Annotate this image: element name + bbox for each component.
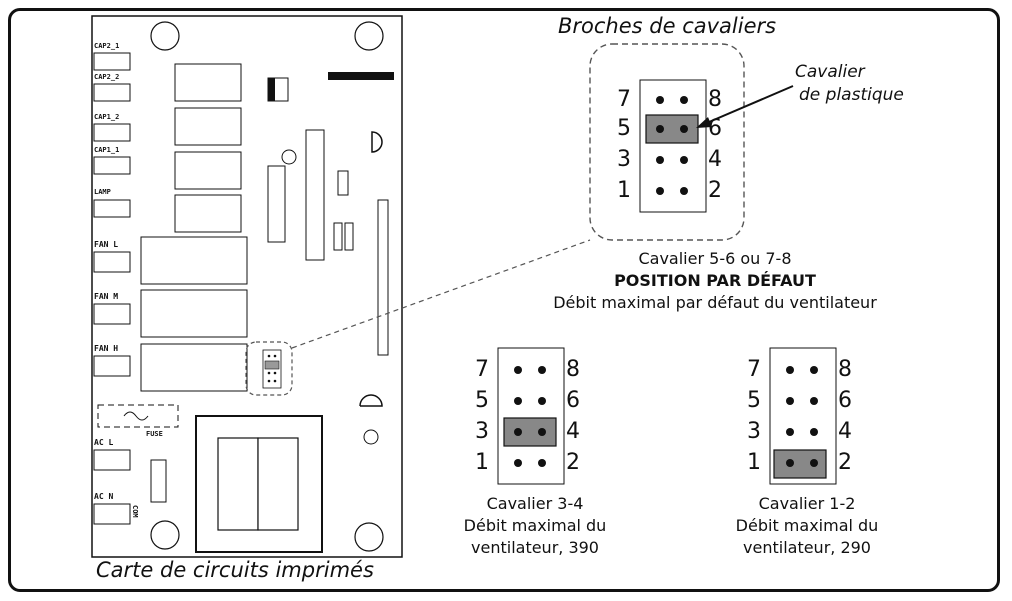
diode bbox=[371, 131, 383, 153]
caption-line: Cavalier 3-4 bbox=[486, 494, 584, 513]
pcb-jumper-highlight bbox=[245, 341, 293, 396]
led bbox=[281, 149, 297, 165]
caption-line: Débit maximal du bbox=[463, 516, 607, 535]
jumper-pins-title: Broches de cavaliers bbox=[558, 14, 777, 38]
note-line: Cavalier bbox=[795, 62, 865, 82]
resistor bbox=[344, 222, 354, 251]
pin-number: 6 bbox=[708, 116, 722, 141]
pin-number: 5 bbox=[475, 388, 489, 413]
connector-label: FAN H bbox=[94, 344, 119, 353]
connector-label: CAP1_1 bbox=[94, 146, 120, 154]
connector-pads bbox=[93, 52, 131, 525]
pin-number: 5 bbox=[747, 388, 761, 413]
caption-line: Débit maximal du bbox=[735, 516, 879, 535]
connector-label: FAN M bbox=[94, 292, 119, 301]
pin-number: 4 bbox=[566, 419, 580, 444]
header-strip bbox=[328, 72, 394, 80]
note-line: de plastique bbox=[799, 85, 904, 105]
zoom-leader bbox=[291, 239, 591, 349]
pin-number: 5 bbox=[617, 116, 631, 141]
terminal-strip bbox=[377, 199, 389, 356]
ic-chip bbox=[305, 129, 325, 261]
resistor bbox=[333, 222, 343, 251]
caption-1-2: Cavalier 1-2 Débit maximal du ventilateu… bbox=[712, 493, 902, 559]
pin-number: 3 bbox=[747, 419, 761, 444]
connector-label: AC L bbox=[94, 438, 114, 447]
pin-number: 1 bbox=[747, 450, 761, 475]
connector-label: CAP2_1 bbox=[94, 42, 120, 50]
default-header bbox=[639, 79, 707, 213]
small-hole bbox=[363, 429, 379, 445]
resistor bbox=[337, 170, 349, 196]
connector-label: CAP1_2 bbox=[94, 113, 120, 121]
relays bbox=[140, 63, 248, 392]
mount-hole bbox=[354, 21, 384, 51]
pin-number: 2 bbox=[838, 450, 852, 475]
connector-label: AC N bbox=[94, 492, 114, 501]
pin-number: 8 bbox=[708, 87, 722, 112]
caption-line: ventilateur, 390 bbox=[471, 538, 599, 557]
connector-label: CAP2_2 bbox=[94, 73, 120, 81]
mount-hole bbox=[150, 21, 180, 51]
pin-number: 6 bbox=[566, 388, 580, 413]
header-1-2 bbox=[769, 347, 837, 485]
connector-label: FAN L bbox=[94, 240, 119, 249]
caption-line: POSITION PAR DÉFAUT bbox=[614, 271, 816, 290]
default-caption: Cavalier 5-6 ou 7-8 POSITION PAR DÉFAUT … bbox=[500, 248, 930, 314]
caption-line: Débit maximal par défaut du ventilateur bbox=[553, 293, 877, 312]
pointer-arrow bbox=[701, 85, 794, 126]
diode bbox=[359, 394, 383, 407]
pin-number: 7 bbox=[747, 357, 761, 382]
connector-label: LAMP bbox=[94, 188, 111, 196]
caption-line: Cavalier 5-6 ou 7-8 bbox=[638, 249, 792, 268]
mount-hole bbox=[150, 520, 180, 550]
pin-number: 2 bbox=[566, 450, 580, 475]
pin-number: 1 bbox=[617, 178, 631, 203]
ic-chip bbox=[267, 165, 286, 243]
plastic-jumper-note: Cavalier de plastique bbox=[795, 61, 904, 107]
pin-number: 7 bbox=[617, 87, 631, 112]
pin-number: 8 bbox=[838, 357, 852, 382]
pin-number: 3 bbox=[617, 147, 631, 172]
pin-number: 2 bbox=[708, 178, 722, 203]
pin-number: 6 bbox=[838, 388, 852, 413]
caption-line: ventilateur, 290 bbox=[743, 538, 871, 557]
zoom-highlight bbox=[589, 43, 745, 241]
caption-3-4: Cavalier 3-4 Débit maximal du ventilateu… bbox=[440, 493, 630, 559]
com-label: COM bbox=[131, 505, 139, 518]
header-3-4 bbox=[497, 347, 565, 485]
fuse-label: FUSE bbox=[146, 430, 163, 438]
pin-number: 1 bbox=[475, 450, 489, 475]
caption-line: Cavalier 1-2 bbox=[758, 494, 856, 513]
component-slot bbox=[150, 459, 167, 503]
pin-number: 8 bbox=[566, 357, 580, 382]
pcb-title: Carte de circuits imprimés bbox=[96, 558, 374, 582]
pin-number: 4 bbox=[838, 419, 852, 444]
pin-number: 7 bbox=[475, 357, 489, 382]
mount-hole bbox=[354, 522, 384, 552]
pin-number: 4 bbox=[708, 147, 722, 172]
fuse-holder bbox=[97, 404, 179, 428]
pin-number: 3 bbox=[475, 419, 489, 444]
